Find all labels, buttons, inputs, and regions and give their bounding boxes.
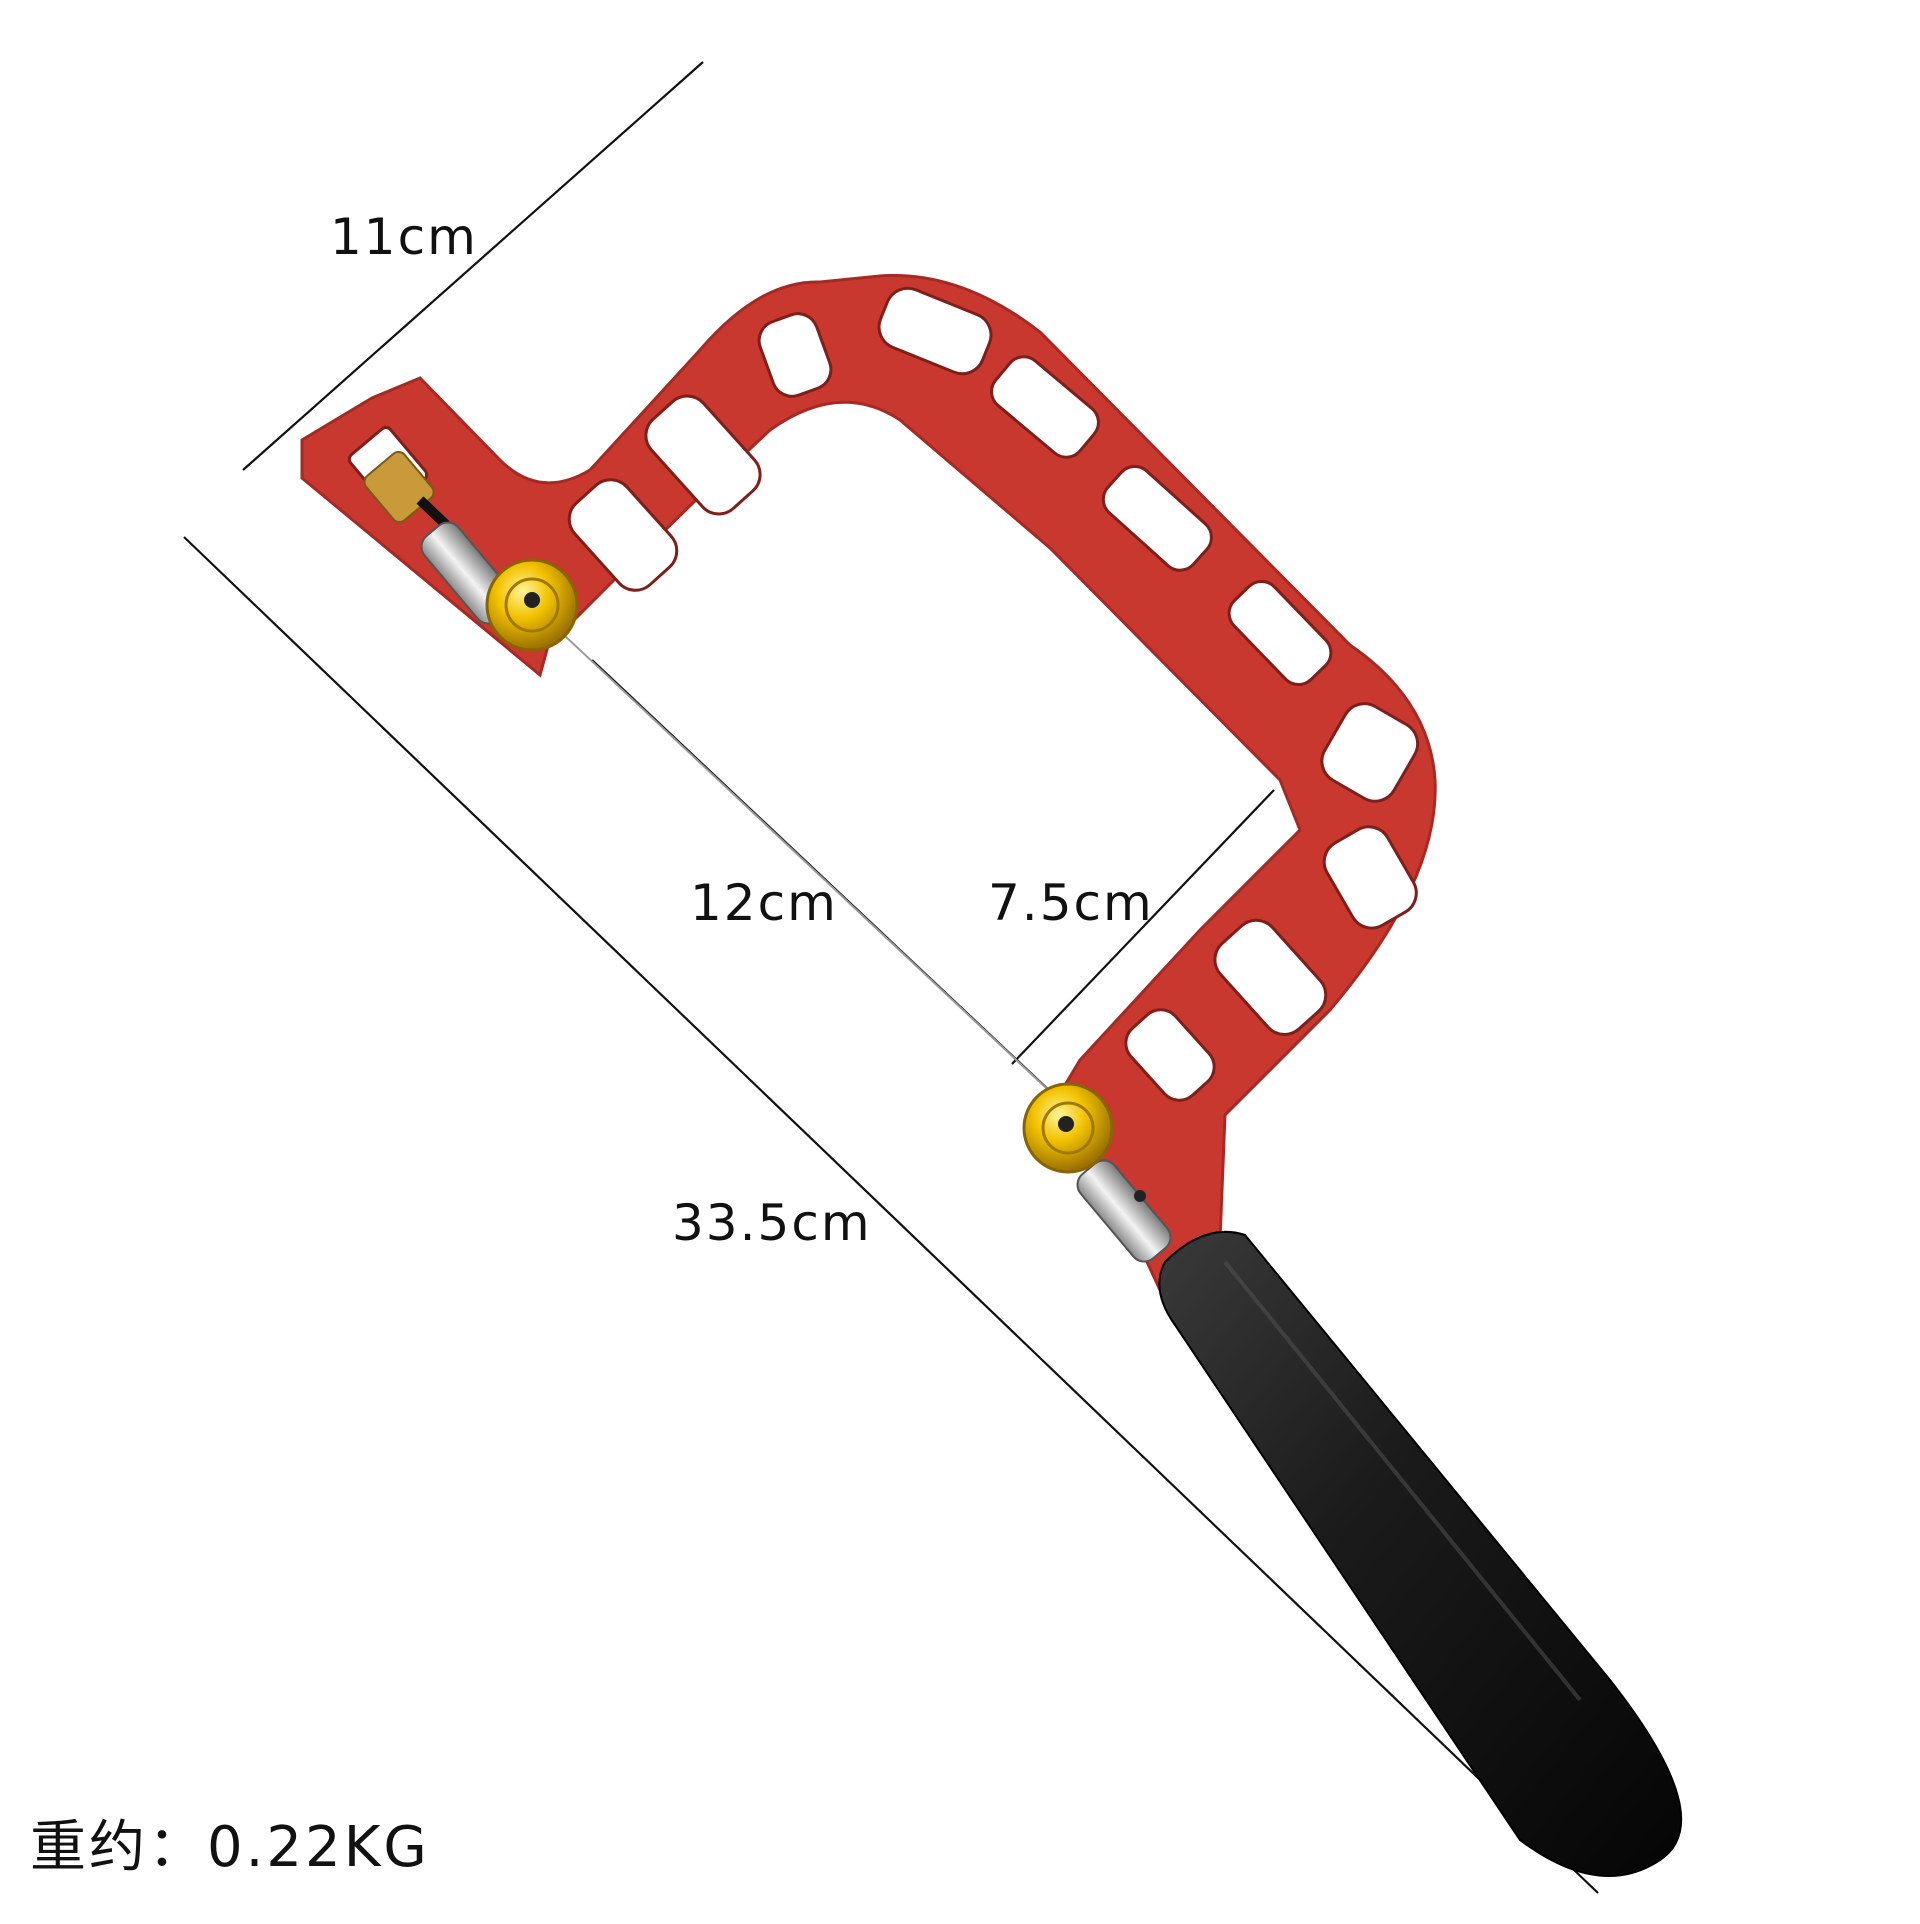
gold-knob-icon [485,558,579,652]
overall-length-label: 33.5cm [672,1194,872,1252]
width-dimension-line [242,61,704,471]
weight-label: 重约：0.22KG [30,1815,430,1880]
blade-length-label: 12cm [690,874,838,932]
handle-icon [1158,1230,1683,1877]
gold-knob-icon [1022,1082,1114,1174]
depth-dimension-line [1011,789,1275,1065]
length-dimension-line [183,536,1599,1894]
saw-frame-icon [300,273,1437,1293]
saw-blade [547,619,1079,1119]
throat-depth-label: 7.5cm [988,874,1154,932]
frame-width-label: 11cm [330,208,478,266]
lower-clamp [1076,1159,1172,1263]
